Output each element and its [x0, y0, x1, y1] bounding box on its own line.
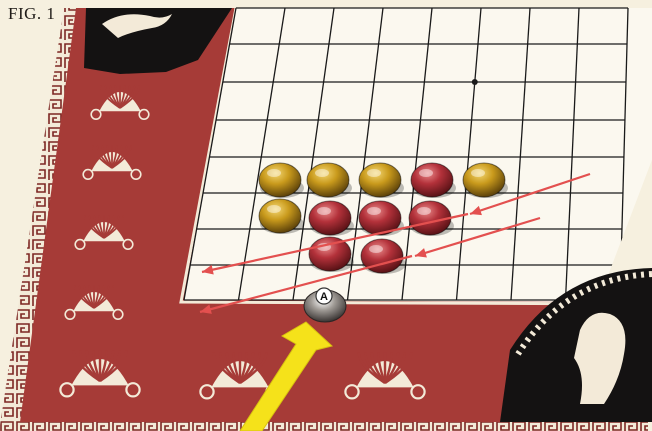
figure-label: FIG. 1	[6, 4, 57, 24]
grid-surface	[184, 8, 652, 302]
marker-stone-label: A	[320, 291, 328, 303]
hoshi-dot	[472, 79, 478, 85]
